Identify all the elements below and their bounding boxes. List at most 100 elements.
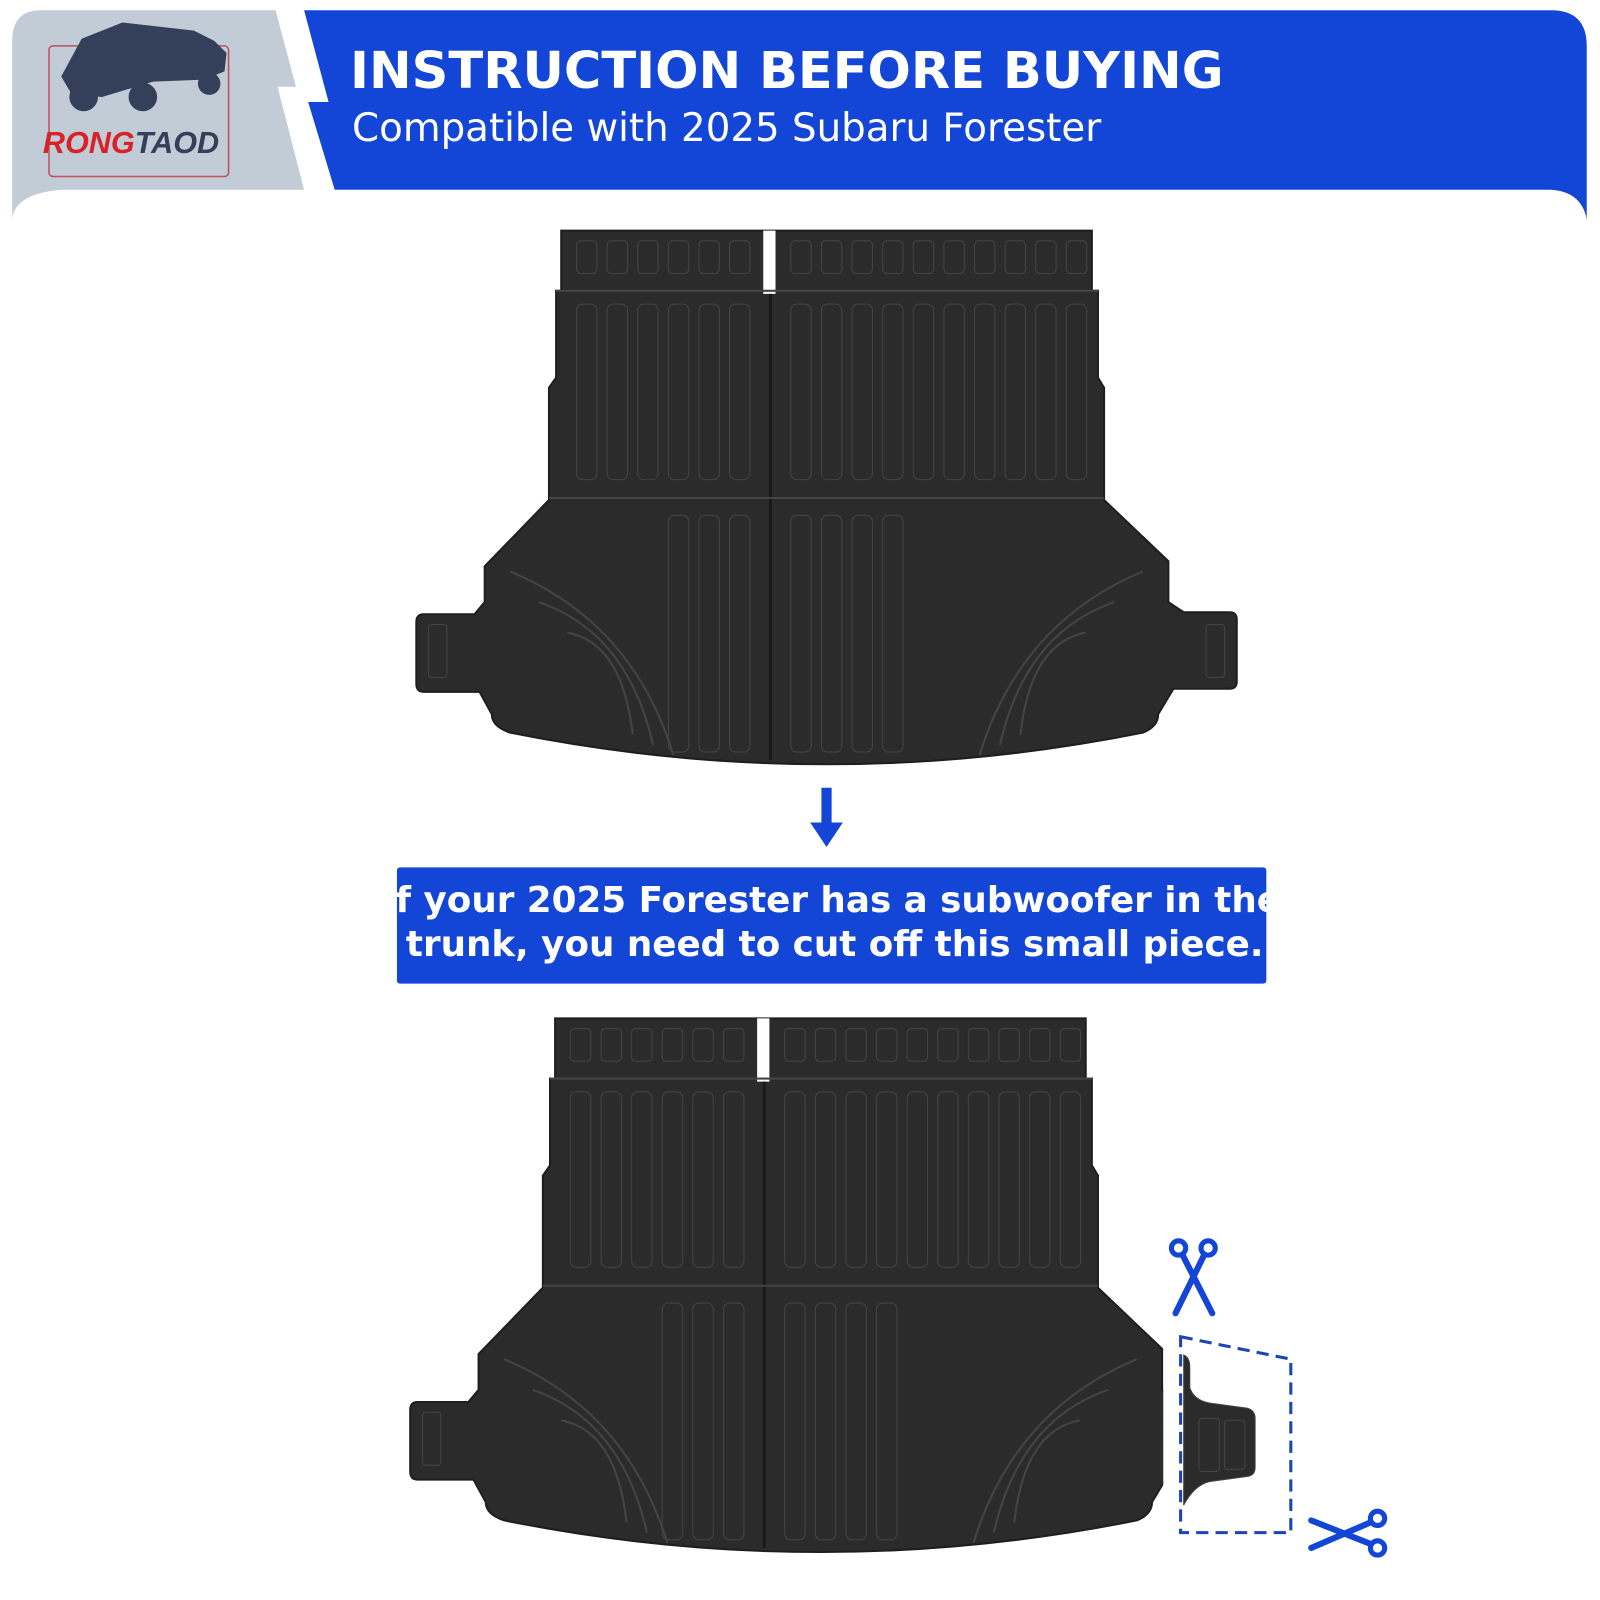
jeep-logo-icon: [61, 22, 227, 112]
mat-rib: [973, 240, 996, 274]
cut-piece: [1179, 1334, 1293, 1535]
header: RONGTAOD INSTRUCTION BEFORE BUYING Compa…: [12, 10, 1587, 220]
mat-rib: [784, 1302, 806, 1541]
mat-rib: [998, 1028, 1020, 1062]
mat-rib: [576, 303, 598, 481]
mat-rib: [606, 240, 629, 274]
mat-rib: [820, 303, 843, 481]
mat-rib: [998, 1091, 1020, 1268]
mat-rib: [729, 240, 751, 274]
mat-curved-rib: [999, 601, 1115, 746]
logo: RONGTAOD: [43, 22, 230, 178]
mat-rib: [576, 240, 598, 274]
mat-rib: [722, 1302, 745, 1541]
mat-rib: [631, 1091, 653, 1268]
mat-rib: [845, 1091, 867, 1268]
mat-rib: [1004, 240, 1027, 274]
mat-rib: [698, 240, 720, 274]
mat-curved-rib: [538, 601, 655, 746]
down-arrow-icon: [810, 787, 843, 847]
mat-rib: [845, 1028, 867, 1062]
svg-text:RONGTAOD: RONGTAOD: [43, 126, 219, 160]
page-subtitle: Compatible with 2025 Subaru Forester: [352, 106, 1101, 151]
mat-rib: [820, 240, 843, 274]
cargo-mat-full: [415, 229, 1238, 766]
mat-curved-rib: [532, 1388, 648, 1533]
mat-rib: [906, 1091, 929, 1268]
mat-rib: [882, 514, 904, 753]
mat-rib: [784, 1028, 806, 1062]
page-title: INSTRUCTION BEFORE BUYING: [350, 42, 1224, 101]
mat-rib: [784, 1091, 806, 1268]
mat-rib: [637, 303, 659, 481]
mat-rib: [937, 1028, 959, 1062]
mat-rib: [661, 1091, 684, 1268]
mat-rib: [729, 303, 751, 481]
mat-rib: [912, 303, 935, 481]
mat-rib: [1059, 1028, 1082, 1062]
mat-rib: [820, 514, 843, 753]
logo-text-taod: TAOD: [135, 126, 219, 160]
note-line-2: trunk, you need to cut off this small pi…: [406, 924, 1264, 965]
mat-tab-rib: [428, 623, 448, 679]
mat-rib: [600, 1028, 622, 1062]
scissors-icon: [1168, 1238, 1218, 1317]
mat-rib: [698, 514, 720, 753]
mat-rib: [722, 1028, 745, 1062]
mat-rib: [637, 240, 659, 274]
mat-rib: [667, 303, 690, 481]
mat-rib: [667, 514, 690, 753]
mat-rib: [569, 1028, 592, 1062]
mat-rib: [876, 1091, 898, 1268]
cargo-mat-trimmed: [409, 1017, 1164, 1554]
mat-rib: [814, 1028, 837, 1062]
mat-rib: [967, 1091, 990, 1268]
mat-rib: [876, 1028, 898, 1062]
mat-rib: [973, 303, 996, 481]
mat-rib: [600, 1091, 622, 1268]
mat-rib: [667, 240, 690, 274]
mat-rib: [569, 1091, 592, 1268]
mat-rib: [814, 1302, 837, 1541]
mat-rib: [692, 1091, 714, 1268]
mat-rib: [698, 303, 720, 481]
mat-rib: [851, 240, 873, 274]
mat-curved-rib: [567, 631, 634, 735]
mat-rib: [1035, 303, 1057, 481]
logo-text-rong: RONG: [43, 126, 135, 160]
mat-rib: [692, 1028, 714, 1062]
mat-tab-rib: [421, 1411, 442, 1466]
mat-rib: [943, 240, 965, 274]
mat-rib: [1065, 303, 1088, 481]
mat-rib: [845, 1302, 867, 1541]
mat-rib: [790, 303, 812, 481]
mat-rib: [790, 240, 812, 274]
mat-rib: [882, 303, 904, 481]
mat-rib: [1029, 1091, 1051, 1268]
mat-rib: [882, 240, 904, 274]
mat-rib: [937, 1091, 959, 1268]
mat-rib: [631, 1028, 653, 1062]
mat-rib: [1035, 240, 1057, 274]
mat-seat-gap: [763, 230, 776, 294]
mat-rib: [722, 1091, 745, 1268]
mat-seat-gap: [757, 1018, 770, 1082]
note-box: If your 2025 Forester has a subwoofer in…: [382, 867, 1281, 984]
mat-curved-rib: [561, 1419, 628, 1523]
mat-rib: [1059, 1091, 1082, 1268]
mat-rib: [1004, 303, 1027, 481]
mat-curved-rib: [1019, 631, 1086, 735]
mat-rib: [943, 303, 965, 481]
mat-rib: [692, 1302, 714, 1541]
mat-rib: [912, 240, 935, 274]
note-line-1: If your 2025 Forester has a subwoofer in…: [382, 880, 1281, 921]
scissors-icon: [1308, 1508, 1388, 1558]
mat-rib: [790, 514, 812, 753]
mat-rib: [814, 1091, 837, 1268]
header-banner: [304, 10, 1587, 220]
mat-curved-rib: [1013, 1419, 1080, 1523]
mat-rib: [1029, 1028, 1051, 1062]
mat-tab-rib: [1205, 623, 1225, 679]
mat-rib: [906, 1028, 929, 1062]
